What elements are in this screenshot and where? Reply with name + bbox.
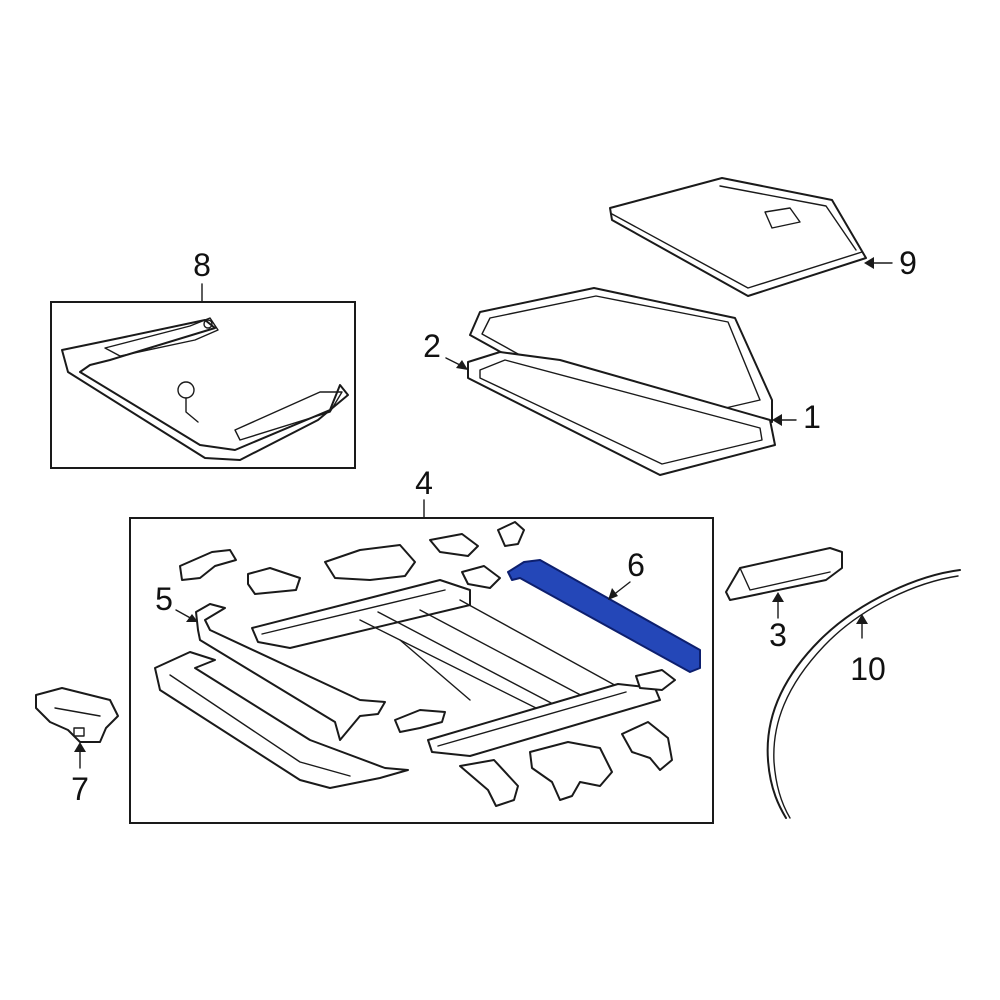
part-7-motor[interactable]	[35, 687, 119, 743]
left-lower-rail[interactable]	[154, 651, 409, 789]
part-5-front-rail[interactable]	[195, 603, 386, 741]
part-8-box	[50, 301, 356, 469]
callout-3: 3	[769, 617, 787, 653]
center-frame[interactable]	[359, 599, 621, 711]
callout-2: 2	[423, 328, 441, 364]
callout-10: 10	[850, 651, 886, 687]
part-3-bracket[interactable]	[725, 547, 843, 601]
brackets[interactable]	[179, 521, 676, 807]
callout-6: 6	[627, 547, 645, 583]
lower-guide-rail[interactable]	[427, 683, 661, 757]
part-6-rear-rail[interactable]	[507, 559, 701, 673]
callout-1: 1	[803, 399, 821, 435]
callout-8: 8	[193, 247, 211, 283]
callout-5: 5	[155, 581, 173, 617]
callout-7: 7	[71, 771, 89, 807]
part-10-drain-hose[interactable]	[766, 569, 961, 819]
callout-4: 4	[415, 465, 433, 501]
leader-lines	[74, 257, 893, 769]
part-9-sunshade[interactable]	[609, 177, 867, 297]
callout-9: 9	[899, 245, 917, 281]
part-2-glass-frame[interactable]	[467, 351, 776, 476]
part-4-sunroof-housing-box	[129, 517, 714, 824]
